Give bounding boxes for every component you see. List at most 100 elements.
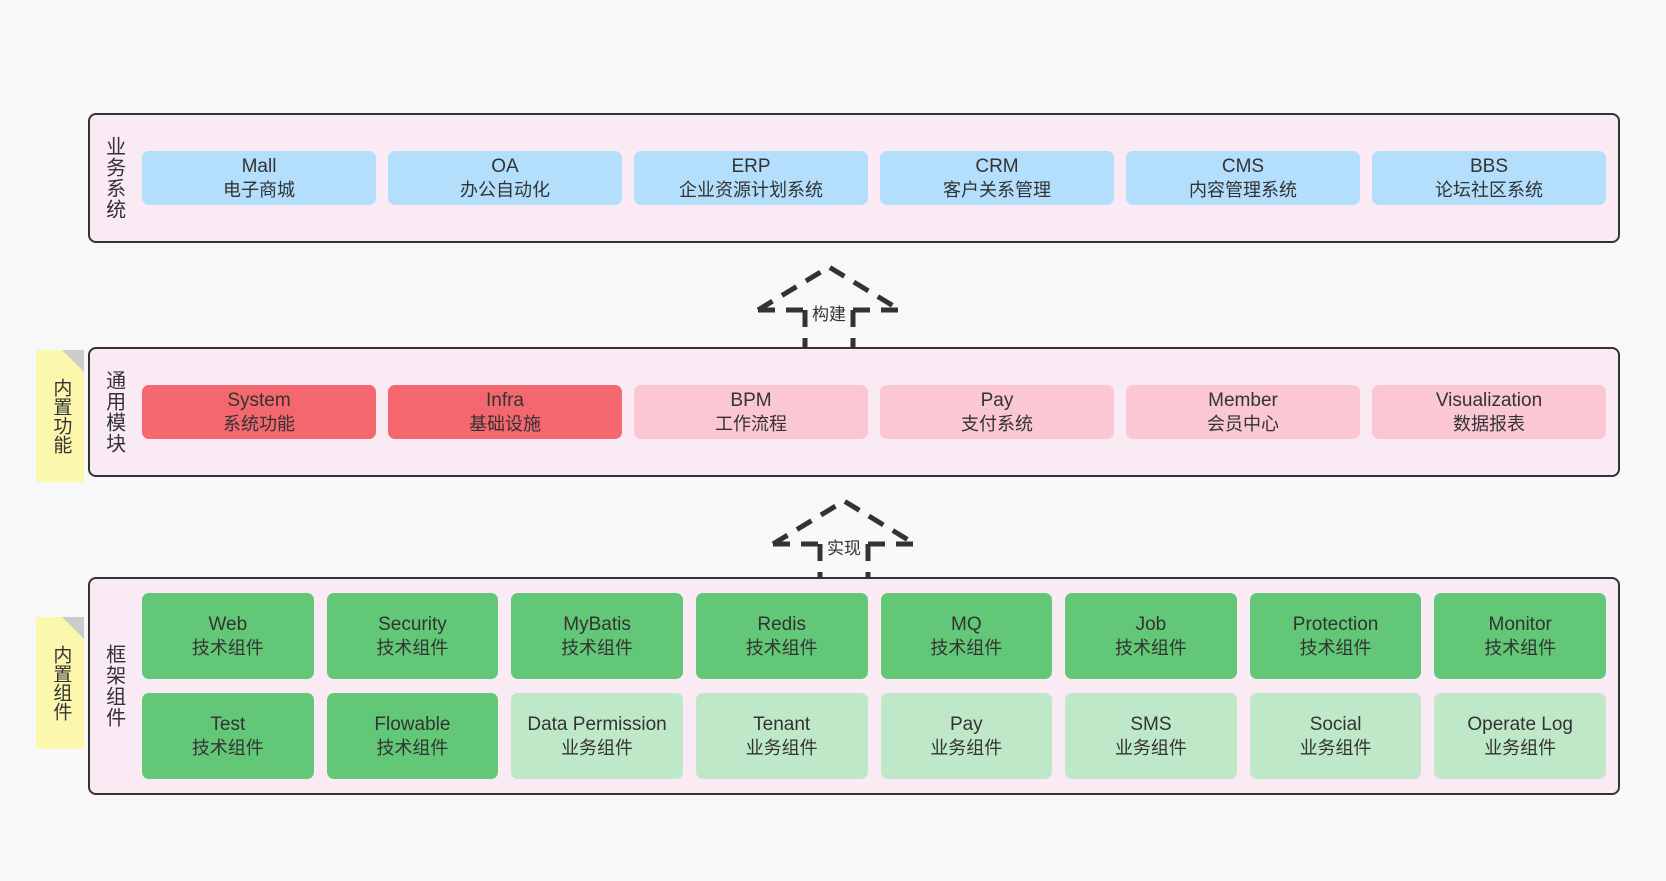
card-title-en: Tenant bbox=[753, 713, 811, 735]
card-title-en: Social bbox=[1309, 713, 1362, 735]
card-erp[interactable]: ERP 企业资源计划系统 bbox=[634, 150, 868, 206]
card-title-en: Data Permission bbox=[527, 713, 667, 735]
card-title-cn: 内容管理系统 bbox=[1189, 179, 1297, 200]
card-mall[interactable]: Mall 电子商城 bbox=[142, 150, 376, 206]
card-title-cn: 电子商城 bbox=[223, 179, 295, 200]
layer-body-framework-component: Web 技术组件 Security 技术组件 MyBatis 技术组件 Redi… bbox=[136, 579, 1618, 793]
layer-body-business-system: Mall 电子商城 OA 办公自动化 ERP 企业资源计划系统 CRM 客户关系… bbox=[136, 115, 1618, 241]
card-title-en: Mall bbox=[241, 155, 277, 177]
card-pay-component[interactable]: Pay 业务组件 bbox=[880, 693, 1053, 779]
card-title-en: SMS bbox=[1130, 713, 1172, 735]
sticky-note-builtin-component: 内置组件 bbox=[36, 617, 84, 749]
card-title-en: MyBatis bbox=[563, 613, 631, 635]
card-title-en: Protection bbox=[1292, 613, 1379, 635]
card-title-cn: 技术组件 bbox=[191, 637, 264, 658]
card-title-en: Visualization bbox=[1435, 389, 1543, 411]
layer-common-module: 通用模块 System 系统功能 Infra 基础设施 BPM 工作流程 Pay… bbox=[88, 347, 1620, 477]
card-title-cn: 技术组件 bbox=[1299, 637, 1372, 658]
card-title-cn: 企业资源计划系统 bbox=[679, 179, 823, 200]
card-bbs[interactable]: BBS 论坛社区系统 bbox=[1372, 150, 1606, 206]
card-title-cn: 业务组件 bbox=[561, 737, 634, 758]
card-title-cn: 技术组件 bbox=[376, 737, 449, 758]
layer-framework-component: 框架组件 Web 技术组件 Security 技术组件 MyBatis 技术组件… bbox=[88, 577, 1620, 795]
card-oa[interactable]: OA 办公自动化 bbox=[388, 150, 622, 206]
card-sms[interactable]: SMS 业务组件 bbox=[1065, 693, 1237, 779]
card-system[interactable]: System 系统功能 bbox=[142, 384, 376, 440]
card-cms[interactable]: CMS 内容管理系统 bbox=[1126, 150, 1360, 206]
card-title-cn: 技术组件 bbox=[1484, 637, 1557, 658]
card-data-permission[interactable]: Data Permission 业务组件 bbox=[511, 693, 683, 779]
card-title-cn: 基础设施 bbox=[469, 413, 541, 434]
card-title-en: System bbox=[227, 389, 291, 411]
card-infra[interactable]: Infra 基础设施 bbox=[388, 384, 622, 440]
card-visualization[interactable]: Visualization 数据报表 bbox=[1372, 384, 1606, 440]
card-title-cn: 技术组件 bbox=[930, 637, 1003, 658]
card-title-cn: 业务组件 bbox=[745, 737, 818, 758]
card-title-en: MQ bbox=[951, 613, 982, 635]
card-test[interactable]: Test 技术组件 bbox=[142, 693, 314, 779]
card-title-en: Redis bbox=[757, 613, 806, 635]
card-operate-log[interactable]: Operate Log 业务组件 bbox=[1434, 693, 1606, 779]
card-title-cn: 技术组件 bbox=[376, 637, 449, 658]
card-job[interactable]: Job 技术组件 bbox=[1065, 593, 1237, 679]
card-security[interactable]: Security 技术组件 bbox=[326, 593, 499, 679]
layer-title-business-system: 业务系统 bbox=[102, 136, 125, 220]
card-title-en: Test bbox=[210, 713, 246, 735]
card-protection[interactable]: Protection 技术组件 bbox=[1249, 593, 1422, 679]
card-mybatis[interactable]: MyBatis 技术组件 bbox=[511, 593, 683, 679]
folded-corner-icon bbox=[62, 617, 84, 639]
card-title-cn: 客户关系管理 bbox=[943, 179, 1051, 200]
folded-corner-icon bbox=[62, 350, 84, 372]
card-title-en: Pay bbox=[980, 389, 1014, 411]
connector-implement: 实现 bbox=[768, 496, 920, 582]
card-title-cn: 业务组件 bbox=[1114, 737, 1187, 758]
connector-label-build: 构建 bbox=[812, 305, 846, 324]
card-redis[interactable]: Redis 技术组件 bbox=[695, 593, 868, 679]
card-title-en: Member bbox=[1208, 389, 1278, 411]
card-title-en: ERP bbox=[731, 155, 771, 177]
connector-build: 构建 bbox=[753, 262, 905, 348]
card-flowable[interactable]: Flowable 技术组件 bbox=[326, 693, 499, 779]
card-title-en: Operate Log bbox=[1467, 713, 1573, 735]
card-crm[interactable]: CRM 客户关系管理 bbox=[880, 150, 1114, 206]
card-title-cn: 业务组件 bbox=[1299, 737, 1372, 758]
card-bpm[interactable]: BPM 工作流程 bbox=[634, 384, 868, 440]
framework-row-business: Test 技术组件 Flowable 技术组件 Data Permission … bbox=[142, 693, 1606, 779]
card-title-en: OA bbox=[491, 155, 519, 177]
sticky-note-label: 内置功能 bbox=[50, 378, 72, 454]
card-title-en: Job bbox=[1135, 613, 1167, 635]
card-title-cn: 技术组件 bbox=[191, 737, 264, 758]
card-title-en: CMS bbox=[1221, 155, 1265, 177]
framework-row-technical: Web 技术组件 Security 技术组件 MyBatis 技术组件 Redi… bbox=[142, 593, 1606, 679]
card-web[interactable]: Web 技术组件 bbox=[142, 593, 314, 679]
card-title-cn: 数据报表 bbox=[1453, 413, 1525, 434]
card-title-en: Infra bbox=[485, 389, 525, 411]
sticky-note-builtin-function: 内置功能 bbox=[36, 350, 84, 482]
card-title-cn: 业务组件 bbox=[930, 737, 1003, 758]
card-title-en: Web bbox=[208, 613, 248, 635]
card-title-cn: 技术组件 bbox=[745, 637, 818, 658]
card-monitor[interactable]: Monitor 技术组件 bbox=[1434, 593, 1606, 679]
card-title-cn: 办公自动化 bbox=[460, 179, 550, 200]
card-member[interactable]: Member 会员中心 bbox=[1126, 384, 1360, 440]
layer-business-system: 业务系统 Mall 电子商城 OA 办公自动化 ERP 企业资源计划系统 CRM… bbox=[88, 113, 1620, 243]
card-pay-module[interactable]: Pay 支付系统 bbox=[880, 384, 1114, 440]
card-mq[interactable]: MQ 技术组件 bbox=[880, 593, 1053, 679]
card-tenant[interactable]: Tenant 业务组件 bbox=[695, 693, 868, 779]
sticky-note-label: 内置组件 bbox=[50, 645, 72, 721]
card-title-cn: 技术组件 bbox=[561, 637, 634, 658]
layer-title-common-module: 通用模块 bbox=[102, 370, 125, 454]
connector-label-implement: 实现 bbox=[827, 539, 861, 558]
card-title-cn: 业务组件 bbox=[1484, 737, 1557, 758]
card-title-cn: 支付系统 bbox=[961, 413, 1033, 434]
card-title-en: CRM bbox=[975, 155, 1019, 177]
layer-title-framework-component: 框架组件 bbox=[102, 644, 125, 728]
card-social[interactable]: Social 业务组件 bbox=[1249, 693, 1422, 779]
card-title-en: Security bbox=[378, 613, 447, 635]
card-title-cn: 工作流程 bbox=[715, 413, 787, 434]
card-title-en: Monitor bbox=[1488, 613, 1552, 635]
card-title-en: BBS bbox=[1469, 155, 1509, 177]
card-title-en: BPM bbox=[730, 389, 772, 411]
card-title-cn: 论坛社区系统 bbox=[1435, 179, 1543, 200]
